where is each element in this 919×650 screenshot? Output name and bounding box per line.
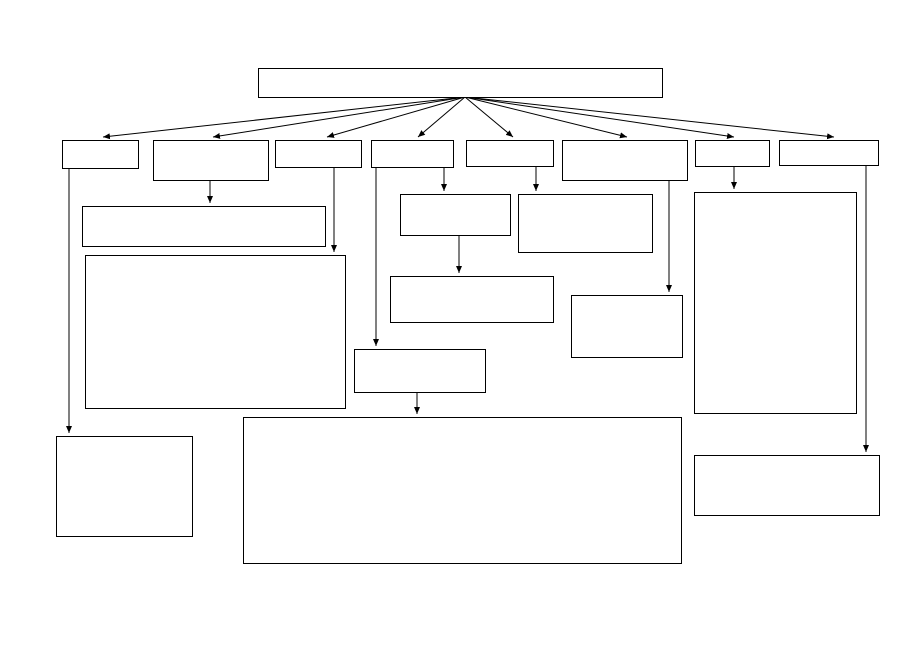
node-rect-c3a (85, 255, 346, 409)
node-box-c7a (694, 192, 857, 414)
node-rect-c5 (466, 140, 554, 167)
node-rect-c6a (571, 295, 683, 358)
node-box-c6 (562, 140, 688, 181)
node-box-c4c (400, 194, 511, 236)
node-box-c8 (779, 140, 879, 166)
edge-arrow-root-c2 (212, 96, 466, 139)
node-box-c7 (695, 140, 770, 167)
node-rect-c6 (562, 140, 688, 181)
node-rect-c1a (56, 436, 193, 537)
node-box-c2 (153, 140, 269, 181)
node-rect-c8 (779, 140, 879, 166)
node-box-c4b (243, 417, 682, 564)
node-rect-c5b (390, 276, 554, 323)
edge-arrow-root-c7 (464, 96, 735, 139)
node-rect-c4 (371, 140, 454, 168)
node-box-c4 (371, 140, 454, 168)
edge-arrow-root-c6 (464, 96, 628, 139)
edges-layer (66, 96, 869, 452)
node-rect-c2a (82, 206, 326, 247)
edge-arrow-root-c3 (326, 96, 466, 138)
node-box-c5 (466, 140, 554, 167)
node-rect-c4b (243, 417, 682, 564)
node-box-c1a (56, 436, 193, 537)
node-box-c4a (354, 349, 486, 393)
edge-arrow-root-c5 (464, 96, 514, 138)
node-box-c3a (85, 255, 346, 409)
node-rect-c4a (354, 349, 486, 393)
node-rect-c4c (400, 194, 511, 236)
node-rect-c2 (153, 140, 269, 181)
node-rect-c8a (694, 455, 880, 516)
edge-arrow-root-c8 (464, 96, 835, 140)
node-box-c2a (82, 206, 326, 247)
node-rect-root (258, 68, 663, 98)
node-box-c6a (571, 295, 683, 358)
node-rect-c1 (62, 140, 139, 169)
node-box-root (258, 68, 663, 98)
edge-arrow-root-c4 (417, 96, 466, 138)
node-box-c3 (275, 140, 362, 168)
node-box-c5b (390, 276, 554, 323)
node-rect-c7a (694, 192, 857, 414)
node-rect-c3 (275, 140, 362, 168)
node-box-c5a (518, 194, 653, 253)
edge-arrow-root-c1 (102, 96, 466, 140)
node-rect-c5a (518, 194, 653, 253)
node-box-c8a (694, 455, 880, 516)
node-rect-c7 (695, 140, 770, 167)
node-box-c1 (62, 140, 139, 169)
nodes-layer (56, 68, 880, 564)
